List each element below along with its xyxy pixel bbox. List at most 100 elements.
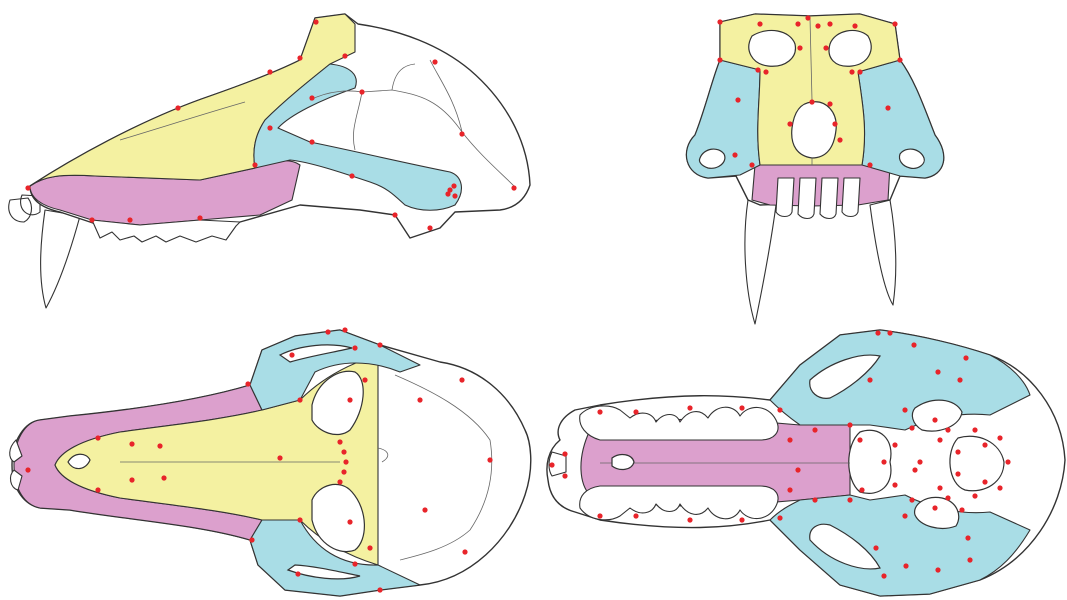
ventral-landmark-dot <box>909 425 914 430</box>
ventral-landmark-dot <box>997 485 1002 490</box>
ventral-landmark-dot <box>881 573 886 578</box>
dorsal-landmark-dot <box>337 479 342 484</box>
ventral-landmark-dot <box>937 437 942 442</box>
dorsal-landmark-dot <box>295 571 300 576</box>
anterior-landmark-dot <box>797 45 802 50</box>
anterior-landmark-dot <box>735 97 740 102</box>
ventral-landmark-dot <box>857 437 862 442</box>
anterior-landmark-dot <box>827 21 832 26</box>
ventral-landmark-dot <box>562 473 567 478</box>
anterior-landmark-dot <box>837 137 842 142</box>
ventral-landmark-dot <box>917 459 922 464</box>
anterior-landmark-dot <box>717 19 722 24</box>
lateral-landmark-dot <box>297 55 302 60</box>
ventral-landmark-dot <box>739 405 744 410</box>
ventral-landmark-dot <box>881 459 886 464</box>
anterior-left-canine <box>745 200 776 324</box>
ventral-landmark-dot <box>967 557 972 562</box>
ventral-landmark-dot <box>787 487 792 492</box>
ventral-landmark-dot <box>912 467 917 472</box>
ventral-landmark-dot <box>932 417 937 422</box>
ventral-landmark-dot <box>812 427 817 432</box>
ventral-landmark-dot <box>847 497 852 502</box>
lateral-landmark-dot <box>127 217 132 222</box>
ventral-landmark-dot <box>902 513 907 518</box>
ventral-incisive-foramen <box>612 455 634 470</box>
ventral-landmark-dot <box>777 515 782 520</box>
dorsal-landmark-dot <box>157 443 162 448</box>
dorsal-landmark-dot <box>337 439 342 444</box>
lateral-landmark-dot <box>432 59 437 64</box>
anterior-landmark-dot <box>823 45 828 50</box>
lateral-landmark-dot <box>452 193 457 198</box>
anterior-landmark-dot <box>795 21 800 26</box>
dorsal-landmark-dot <box>325 329 330 334</box>
ventral-blue-upper-region <box>770 330 1030 430</box>
ventral-landmark-dot <box>932 505 937 510</box>
ventral-landmark-dot <box>687 517 692 522</box>
ventral-landmark-dot <box>887 330 892 335</box>
lateral-landmark-dot <box>392 212 397 217</box>
lateral-landmark-dot <box>197 215 202 220</box>
dorsal-landmark-dot <box>341 449 346 454</box>
ventral-landmark-dot <box>787 437 792 442</box>
ventral-landmark-dot <box>937 485 942 490</box>
dorsal-landmark-dot <box>245 381 250 386</box>
dorsal-landmark-dot <box>25 467 30 472</box>
anterior-landmark-dot <box>809 99 814 104</box>
ventral-landmark-dot <box>945 495 950 500</box>
dorsal-landmark-dot <box>417 397 422 402</box>
dorsal-landmark-dot <box>459 377 464 382</box>
anterior-landmark-dot <box>892 21 897 26</box>
ventral-landmark-dot <box>935 567 940 572</box>
lateral-landmark-dot <box>175 105 180 110</box>
dorsal-landmark-dot <box>289 352 294 357</box>
dorsal-landmark-dot <box>249 537 254 542</box>
anterior-landmark-dot <box>763 69 768 74</box>
lateral-landmark-dot <box>267 69 272 74</box>
ventral-landmark-dot <box>909 497 914 502</box>
ventral-landmark-dot <box>982 479 987 484</box>
anterior-landmark-dot <box>749 162 754 167</box>
dorsal-landmark-dot <box>129 441 134 446</box>
lateral-view <box>9 14 530 308</box>
anterior-right-orbit <box>829 30 871 66</box>
anterior-landmark-dot <box>885 105 890 110</box>
lateral-landmark-dot <box>342 53 347 58</box>
anterior-landmark-dot <box>852 23 857 28</box>
dorsal-landmark-dot <box>362 377 367 382</box>
anterior-landmark-dot <box>787 121 792 126</box>
ventral-landmark-dot <box>549 462 554 467</box>
dorsal-landmark-dot <box>367 545 372 550</box>
lateral-landmark-dot <box>511 185 516 190</box>
ventral-landmark-dot <box>965 535 970 540</box>
lateral-landmark-dot <box>89 217 94 222</box>
dorsal-landmark-dot <box>462 549 467 554</box>
lateral-landmark-dot <box>349 173 354 178</box>
anterior-left-orbit <box>749 30 796 66</box>
ventral-view <box>547 330 1065 596</box>
ventral-landmark-dot <box>739 517 744 522</box>
lateral-landmark-dot <box>451 183 456 188</box>
dorsal-landmark-dot <box>341 469 346 474</box>
lateral-landmark-dot <box>252 162 257 167</box>
ventral-landmark-dot <box>562 451 567 456</box>
ventral-landmark-dot <box>972 493 977 498</box>
ventral-landmark-dot <box>777 407 782 412</box>
dorsal-view <box>10 330 531 596</box>
lateral-landmark-dot <box>309 139 314 144</box>
lateral-canine <box>41 210 80 308</box>
ventral-landmark-dot <box>892 482 897 487</box>
anterior-nasal-aperture <box>792 102 837 158</box>
dorsal-landmark-dot <box>347 397 352 402</box>
anterior-landmark-dot <box>897 57 902 62</box>
anterior-landmark-dot <box>867 162 872 167</box>
dorsal-landmark-dot <box>161 475 166 480</box>
ventral-landmark-dot <box>945 427 950 432</box>
ventral-landmark-dot <box>959 507 964 512</box>
ventral-landmark-dot <box>902 407 907 412</box>
anterior-landmark-dot <box>755 67 760 72</box>
dorsal-landmark-dot <box>343 459 348 464</box>
dorsal-landmark-dot <box>342 327 347 332</box>
